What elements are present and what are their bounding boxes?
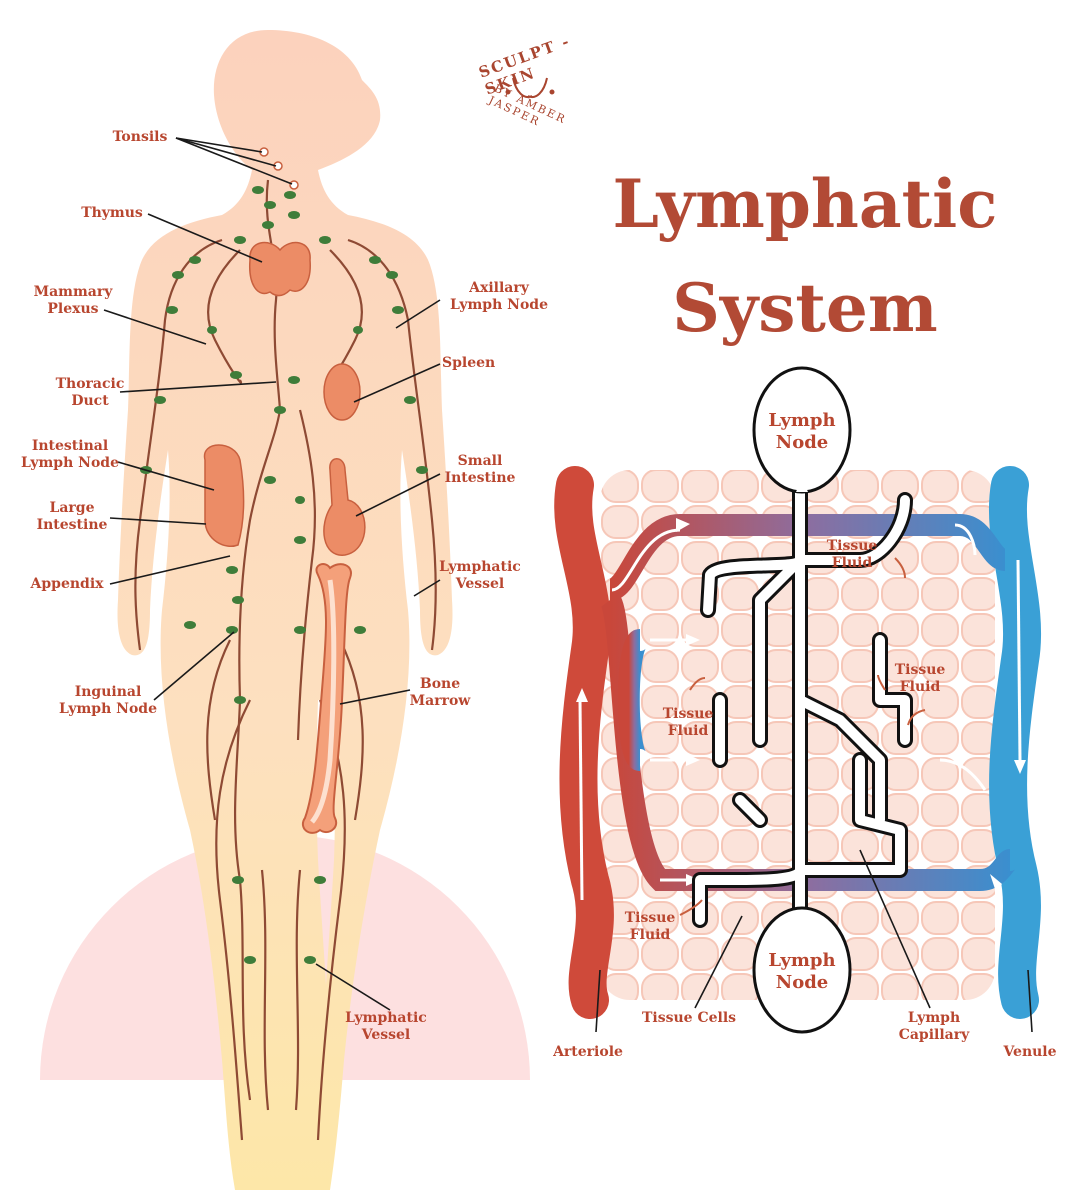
label-lymph-node-bottom: Lymph Node xyxy=(768,950,836,993)
label-axillary-lymph-node: Axillary Lymph Node xyxy=(450,280,548,313)
title-line-1: Lymphatic xyxy=(612,165,998,243)
label-intestinal-lymph-node: Intestinal Lymph Node xyxy=(21,438,119,471)
flow-arrows xyxy=(578,523,1022,901)
label-thymus: Thymus xyxy=(81,205,143,221)
label-spleen: Spleen xyxy=(442,355,496,371)
lymph-node-bottom xyxy=(752,906,852,1034)
label-large-intestine: Large Intestine xyxy=(36,500,108,533)
label-tissue-fluid-4: Tissue Fluid xyxy=(624,910,676,943)
label-lymphatic-vessel-arm: Lymphatic Vessel xyxy=(439,559,521,592)
title-line-2: System xyxy=(672,269,938,347)
label-tonsils: Tonsils xyxy=(112,129,168,145)
label-lymphatic-vessel-leg: Lymphatic Vessel xyxy=(345,1010,427,1043)
spleen-organ xyxy=(323,363,361,421)
capillary-diagram xyxy=(554,366,1042,1034)
label-tissue-fluid-1: Tissue Fluid xyxy=(826,538,878,571)
tonsil-markers xyxy=(259,147,299,190)
lymph-capillary-inner xyxy=(695,480,910,925)
leader-lines-body xyxy=(103,137,441,1011)
label-tissue-fluid-3: Tissue Fluid xyxy=(662,706,714,739)
leader-lines-capillary xyxy=(595,849,1033,1033)
label-mammary-plexus: Mammary Plexus xyxy=(33,284,113,317)
arteriole-vessel xyxy=(554,466,614,1019)
label-bone-marrow: Bone Marrow xyxy=(409,676,471,709)
large-intestine-organ xyxy=(203,444,245,547)
logo-mark xyxy=(505,77,555,98)
label-inguinal-lymph-node: Inguinal Lymph Node xyxy=(59,684,157,717)
label-thoracic-duct: Thoracic Duct xyxy=(55,376,125,409)
label-lymph-capillary: Lymph Capillary xyxy=(898,1010,970,1043)
label-appendix: Appendix xyxy=(30,576,104,592)
small-intestine-organ xyxy=(323,458,366,556)
label-small-intestine: Small Intestine xyxy=(444,453,516,486)
tissue-fluid-arrows xyxy=(679,557,926,916)
venule-vessel xyxy=(988,466,1042,1019)
label-venule: Venule xyxy=(1003,1044,1057,1060)
bone-marrow-organ xyxy=(301,563,352,834)
body-silhouette xyxy=(117,30,453,1190)
organs xyxy=(203,241,366,834)
label-arteriole: Arteriole xyxy=(553,1044,623,1060)
thymus-organ xyxy=(249,241,311,297)
label-lymph-node-top: Lymph Node xyxy=(768,410,836,453)
label-tissue-fluid-2: Tissue Fluid xyxy=(894,662,946,695)
lymph-vessels xyxy=(134,179,437,1141)
label-tissue-cells: Tissue Cells xyxy=(641,1010,737,1026)
